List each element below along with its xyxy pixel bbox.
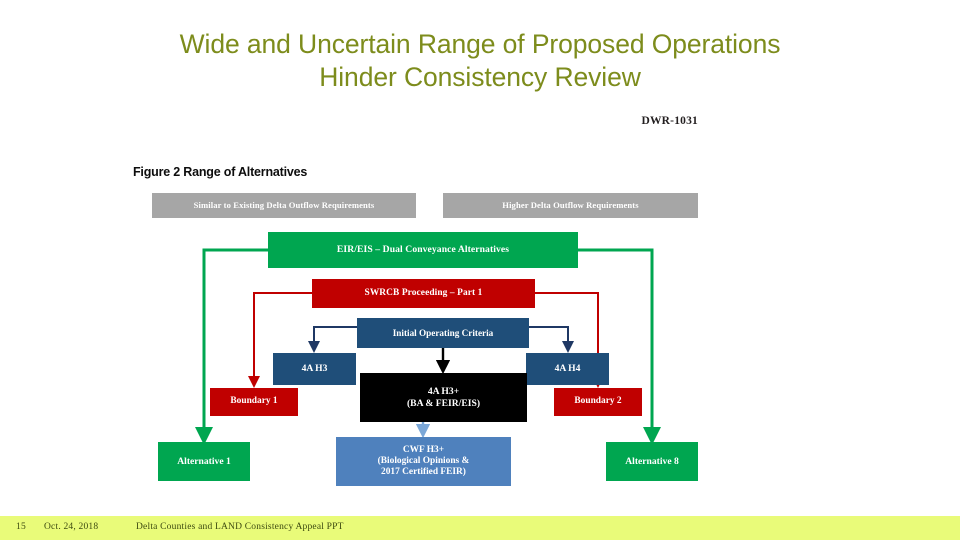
node-boundary-1: Boundary 1 bbox=[210, 388, 298, 416]
node-boundary-2: Boundary 2 bbox=[554, 388, 642, 416]
node-alternative-1: Alternative 1 bbox=[158, 442, 250, 481]
page-title-line-2: Hinder Consistency Review bbox=[319, 62, 641, 92]
footer-date: Oct. 24, 2018 bbox=[44, 522, 99, 532]
footer-deck-title: Delta Counties and LAND Consistency Appe… bbox=[136, 522, 344, 532]
node-4a-h3-plus-line-1: 4A H3+ bbox=[427, 386, 460, 398]
figure-image: DWR-1031 Figure 2 Range of Alternatives bbox=[120, 105, 850, 505]
node-cwf-line-1: CWF H3+ bbox=[402, 444, 445, 455]
node-initial-operating-criteria: Initial Operating Criteria bbox=[357, 318, 529, 348]
node-4a-h3-plus: 4A H3+ (BA & FEIR/EIS) bbox=[360, 373, 527, 422]
node-4a-h3: 4A H3 bbox=[273, 353, 356, 385]
page-title: Wide and Uncertain Range of Proposed Ope… bbox=[60, 28, 900, 94]
node-alternative-8: Alternative 8 bbox=[606, 442, 698, 481]
node-cwf-line-2: (Biological Opinions & bbox=[377, 455, 470, 466]
node-cwf-h3-plus: CWF H3+ (Biological Opinions & 2017 Cert… bbox=[336, 437, 511, 486]
footer-band: 15 Oct. 24, 2018 Delta Counties and LAND… bbox=[0, 516, 960, 540]
node-4a-h4: 4A H4 bbox=[526, 353, 609, 385]
exhibit-label: DWR-1031 bbox=[641, 115, 698, 127]
flowchart-connectors bbox=[195, 248, 661, 445]
page-title-line-1: Wide and Uncertain Range of Proposed Ope… bbox=[179, 29, 781, 59]
node-4a-h3-plus-line-2: (BA & FEIR/EIS) bbox=[406, 397, 481, 409]
node-eir-eis-dual-conveyance-alternatives: EIR/EIS – Dual Conveyance Alternatives bbox=[268, 232, 578, 268]
flowchart: Similar to Existing Delta Outflow Requir… bbox=[120, 193, 850, 493]
node-cwf-line-3: 2017 Certified FEIR) bbox=[381, 467, 466, 478]
node-swrcb-proceeding-part-1: SWRCB Proceeding – Part 1 bbox=[312, 279, 535, 308]
node-higher-delta-outflow-requirements: Higher Delta Outflow Requirements bbox=[443, 193, 698, 218]
slide-number: 15 bbox=[16, 522, 26, 532]
node-similar-to-existing-delta-outflow-requirements: Similar to Existing Delta Outflow Requir… bbox=[152, 193, 416, 218]
figure-caption: Figure 2 Range of Alternatives bbox=[133, 165, 308, 179]
